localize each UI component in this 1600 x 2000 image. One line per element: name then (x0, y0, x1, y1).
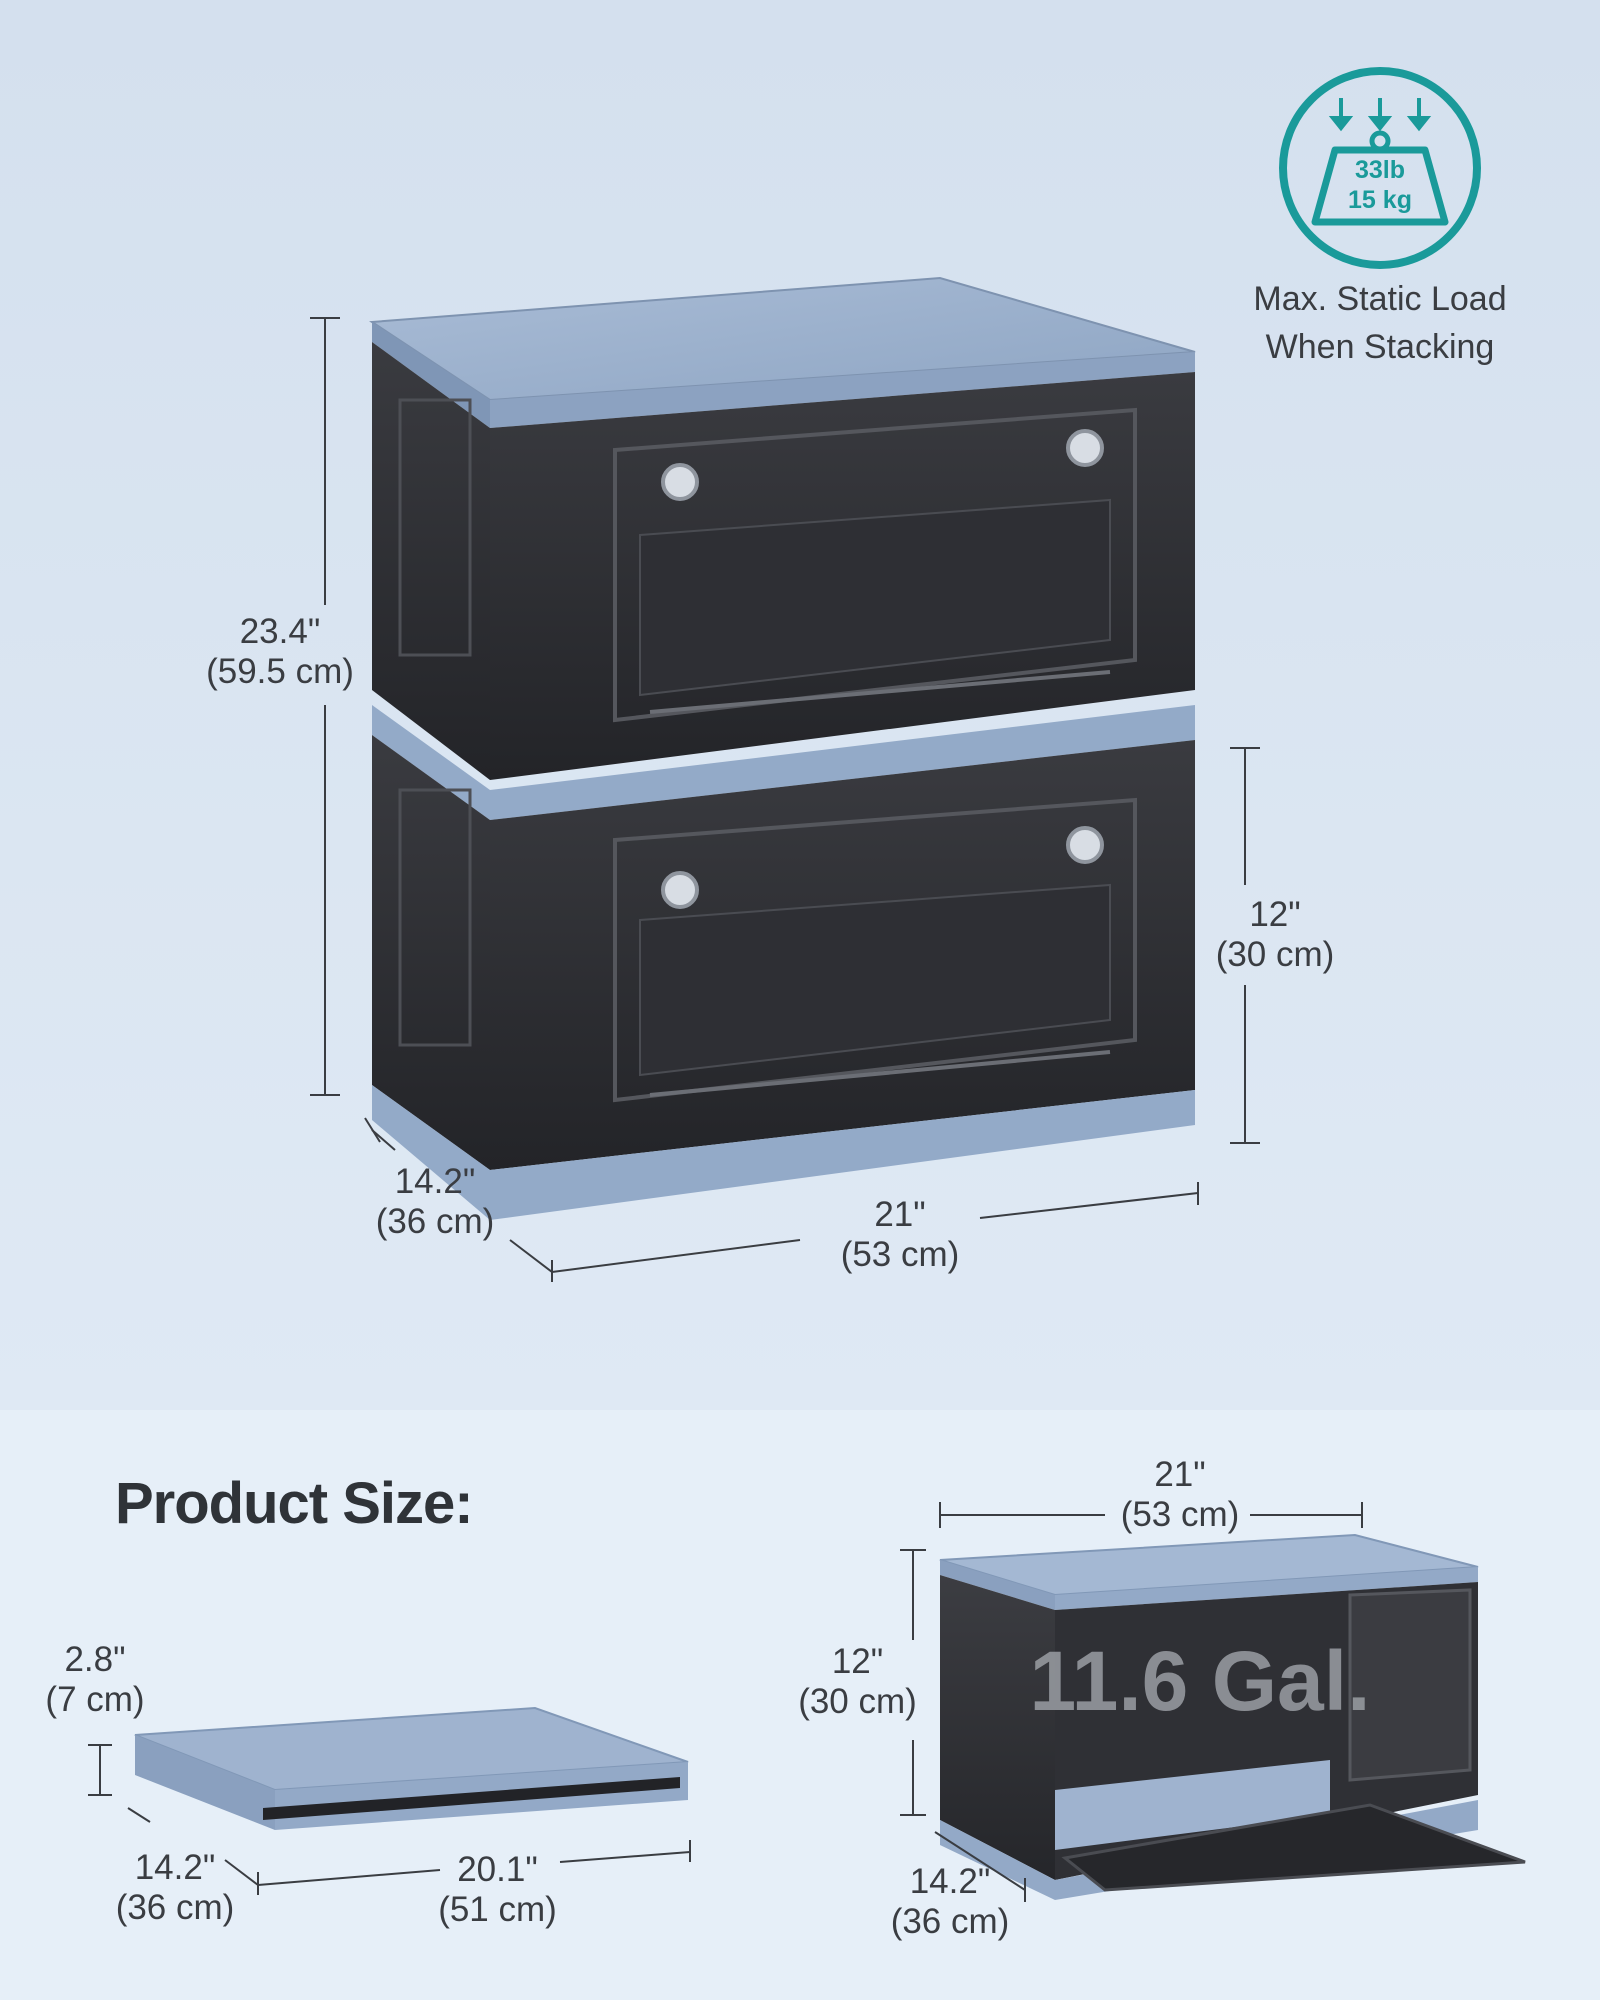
open-width-in: 21" (1154, 1455, 1206, 1494)
badge-caption-line2: When Stacking (1265, 328, 1495, 366)
folded-height-cm: (7 cm) (45, 1680, 145, 1719)
unit-height-label: 12" (30 cm) (1190, 895, 1360, 975)
folded-width-cm: (51 cm) (438, 1890, 557, 1929)
open-depth-in: 14.2" (909, 1862, 991, 1901)
open-height-in: 12" (831, 1642, 884, 1681)
folded-depth-cm: (36 cm) (115, 1888, 235, 1927)
stacked-boxes-illustration (310, 276, 1260, 1282)
folded-depth-label: 14.2" (36 cm) (100, 1848, 250, 1928)
folded-height-in: 2.8" (64, 1640, 126, 1679)
open-width-cm: (53 cm) (1120, 1495, 1240, 1534)
stacked-dimension-lines (310, 317, 1260, 1282)
badge-caption-line1: Max. Static Load (1253, 280, 1507, 318)
folded-depth-in: 14.2" (134, 1848, 216, 1887)
open-width-label: 21" (53 cm) (1100, 1455, 1260, 1535)
stacked-depth-in: 14.2" (394, 1162, 476, 1201)
open-height-label: 12" (30 cm) (780, 1642, 935, 1722)
stacked-width-in: 21" (874, 1195, 926, 1234)
unit-height-cm: (30 cm) (1215, 935, 1335, 974)
upper-storage-box (369, 276, 1196, 780)
stacked-depth-cm: (36 cm) (375, 1202, 495, 1241)
stacked-width-cm: (53 cm) (840, 1235, 960, 1274)
product-size-title: Product Size: (115, 1471, 474, 1536)
badge-caption: Max. Static Load When Stacking (1220, 275, 1540, 371)
stacked-height-in: 23.4" (239, 612, 321, 651)
folded-width-label: 20.1" (51 cm) (425, 1850, 570, 1930)
open-height-cm: (30 cm) (798, 1682, 917, 1721)
stacked-width-label: 21" (53 cm) (820, 1195, 980, 1275)
stack-divider (372, 705, 1195, 820)
unit-height-in: 12" (1249, 895, 1301, 934)
folded-height-label: 2.8" (7 cm) (25, 1640, 165, 1720)
open-depth-cm: (36 cm) (890, 1902, 1010, 1941)
open-depth-label: 14.2" (36 cm) (875, 1862, 1025, 1942)
stacked-height-label: 23.4" (59.5 cm) (190, 612, 370, 692)
stacked-height-cm: (59.5 cm) (206, 652, 354, 691)
folded-width-in: 20.1" (457, 1850, 538, 1889)
lower-storage-box (372, 735, 1195, 1220)
stacked-depth-label: 14.2" (36 cm) (360, 1162, 510, 1242)
